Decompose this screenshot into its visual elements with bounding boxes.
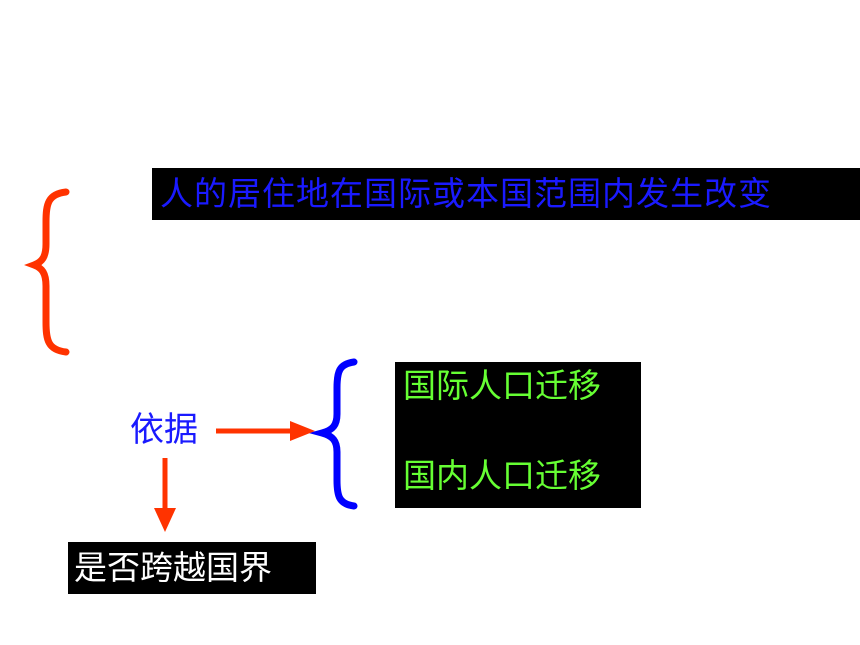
left-brace — [24, 188, 70, 356]
type-international-migration: 国际人口迁移 — [403, 366, 601, 405]
migration-types-box: 国际人口迁移 国内人口迁移 — [395, 362, 641, 508]
basis-label: 依据 — [130, 410, 198, 450]
arrow-down-head — [154, 508, 176, 532]
arrow-right-head — [290, 421, 315, 441]
criterion-box: 是否跨越国界 — [68, 542, 316, 594]
type-domestic-migration: 国内人口迁移 — [403, 456, 601, 495]
definition-box: 人的居住地在国际或本国范围内发生改变 — [152, 168, 860, 220]
types-brace — [308, 358, 358, 510]
